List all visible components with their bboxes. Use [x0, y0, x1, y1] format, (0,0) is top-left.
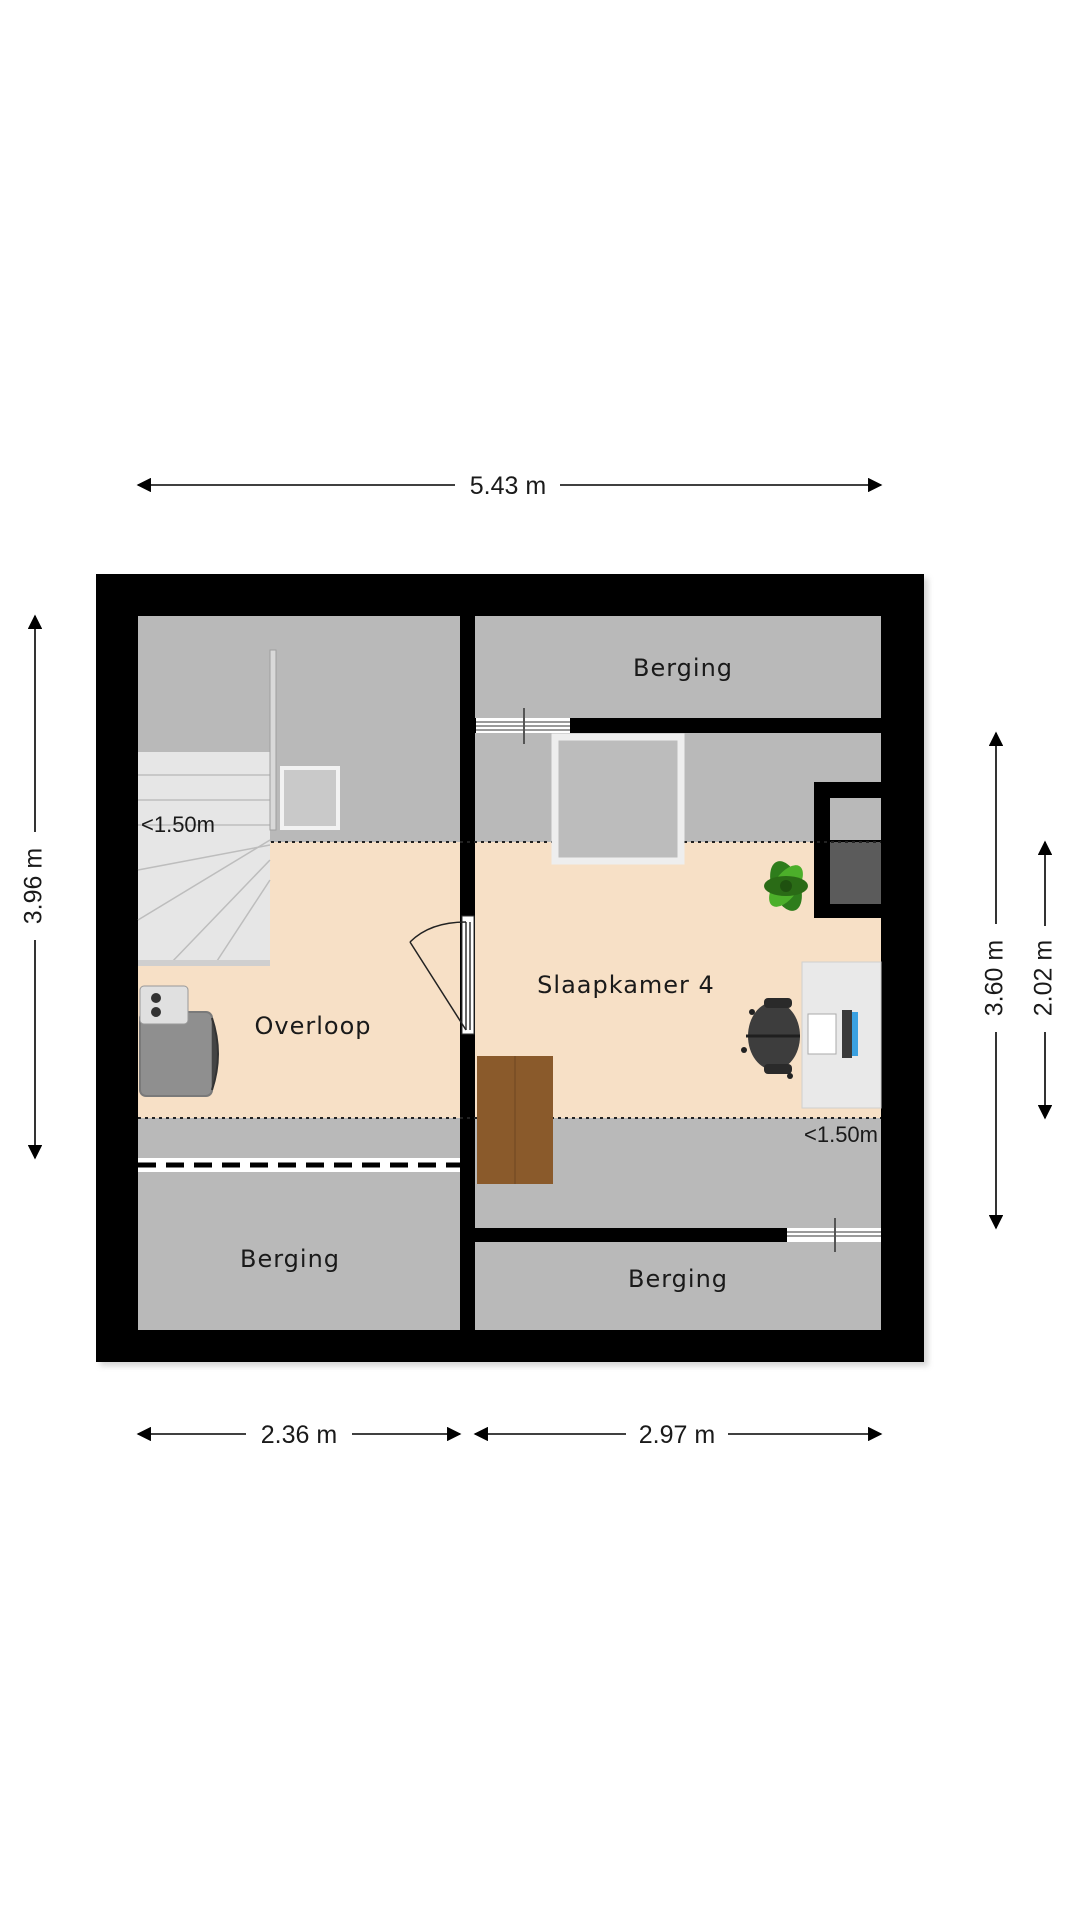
- hatch-box: [280, 766, 340, 830]
- bedroom-door: [409, 915, 475, 1035]
- dimension-width-left: 2.36 m: [136, 1421, 462, 1449]
- bed: [551, 733, 685, 865]
- berging-bottom-right-floor: [475, 1242, 881, 1330]
- berging-top-right-floor: [475, 616, 881, 718]
- room-label-overloop: Overloop: [255, 1012, 372, 1040]
- dim-total-depth: 3.96 m: [20, 848, 48, 924]
- berging-bottom-wall: [475, 1228, 787, 1242]
- knee-wall-bottom-left: [138, 1158, 460, 1172]
- room-label-berging-top-right: Berging: [633, 654, 733, 682]
- height-marker-right: <1.50m: [804, 1122, 878, 1147]
- desk: [801, 961, 882, 1109]
- dim-depth-full-height: 2.02 m: [1030, 940, 1058, 1016]
- berging-top-wall: [570, 718, 881, 733]
- dimension-total-width: 5.43 m: [136, 472, 883, 500]
- knee-door-bottom-right: [787, 1218, 881, 1252]
- height-marker-left: <1.50m: [141, 812, 215, 837]
- dimension-width-right: 2.97 m: [473, 1421, 883, 1449]
- office-chair: [741, 998, 800, 1079]
- staircase: [137, 649, 277, 966]
- room-label-berging-bottom-right: Berging: [628, 1265, 728, 1293]
- dimension-depth-full-height: 2.02 m: [1030, 840, 1058, 1120]
- boiler: [139, 985, 219, 1097]
- chimney-inner-dark: [830, 842, 881, 904]
- knee-door-top-right: [476, 708, 570, 744]
- room-label-slaapkamer: Slaapkamer 4: [537, 971, 715, 999]
- dim-depth-bedroom: 3.60 m: [981, 940, 1009, 1016]
- room-label-berging-bottom-left: Berging: [240, 1245, 340, 1273]
- dimension-depth-bedroom: 3.60 m: [981, 731, 1009, 1230]
- chimney-inner-light: [830, 798, 881, 840]
- plant: [764, 861, 808, 911]
- dimension-total-depth: 3.96 m: [20, 614, 48, 1160]
- dim-width-right: 2.97 m: [639, 1421, 715, 1449]
- dim-total-width: 5.43 m: [470, 472, 546, 500]
- dim-width-left: 2.36 m: [261, 1421, 337, 1449]
